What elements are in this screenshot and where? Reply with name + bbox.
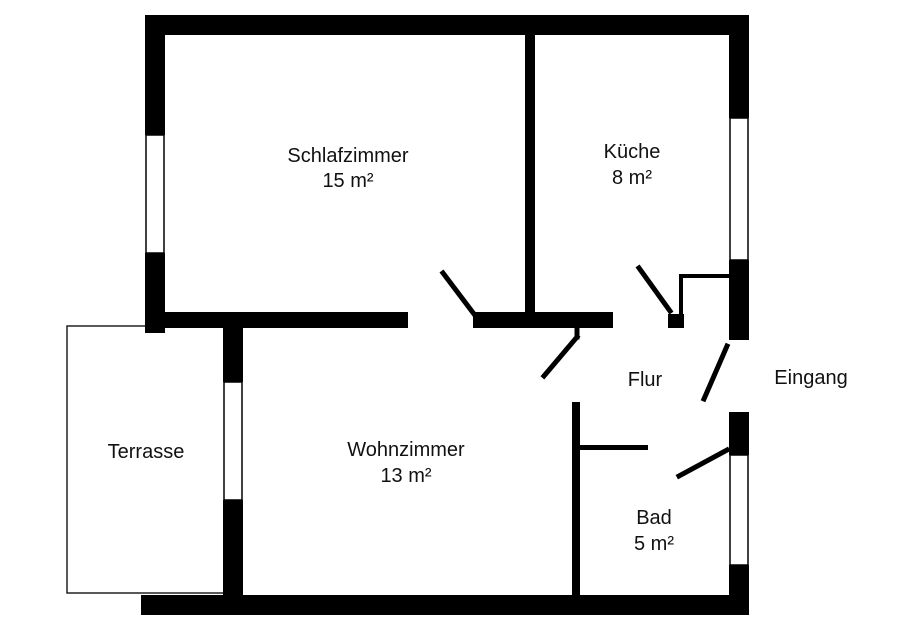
kitchen-door bbox=[635, 264, 674, 315]
bedroom-area: 15 m² bbox=[322, 170, 373, 192]
left-wall-bedroom-upper bbox=[145, 15, 165, 135]
windows bbox=[145, 117, 749, 566]
hall-name: Flur bbox=[628, 369, 663, 391]
kitchen-area: 8 m² bbox=[612, 167, 652, 189]
entrance-door bbox=[700, 342, 731, 403]
entrance-label: Eingang bbox=[774, 367, 847, 389]
right-wall-kitchen-lower bbox=[729, 260, 749, 340]
kitchen-door-stub bbox=[668, 314, 684, 328]
living-room-name: Wohnzimmer bbox=[347, 439, 465, 461]
terrace-name: Terrasse bbox=[108, 441, 185, 463]
living-room-area: 13 m² bbox=[380, 465, 431, 487]
bath-area: 5 m² bbox=[634, 533, 674, 555]
bath-top-stub bbox=[580, 445, 648, 450]
right-wall-bath-lower bbox=[729, 565, 749, 615]
bedroom-kitchen-divider bbox=[525, 15, 535, 312]
terrace-wall-upper bbox=[223, 326, 243, 382]
bedroom-bottom-wall-right bbox=[473, 312, 613, 328]
bedroom-window bbox=[145, 134, 165, 254]
bedroom-bottom-wall-left bbox=[145, 312, 408, 328]
right-wall-kitchen-upper bbox=[729, 15, 749, 118]
kitchen-name: Küche bbox=[604, 141, 661, 163]
kitchen-window bbox=[729, 117, 749, 261]
bottom-exterior-wall bbox=[141, 595, 749, 615]
terrace-wall-lower bbox=[223, 500, 243, 615]
walls bbox=[141, 15, 749, 615]
hall-bath-divider bbox=[572, 402, 580, 595]
right-wall-bath-upper bbox=[729, 412, 749, 455]
bedroom-door bbox=[439, 269, 478, 318]
top-exterior-wall bbox=[145, 15, 749, 35]
living-room-window bbox=[223, 381, 243, 501]
bath-name: Bad bbox=[636, 507, 672, 529]
kitchen-corner-wall bbox=[679, 274, 729, 314]
bath-door bbox=[675, 446, 731, 480]
doors bbox=[439, 264, 731, 480]
bath-window bbox=[729, 454, 749, 566]
living-room-door bbox=[540, 333, 581, 380]
bedroom-name: Schlafzimmer bbox=[287, 145, 408, 167]
